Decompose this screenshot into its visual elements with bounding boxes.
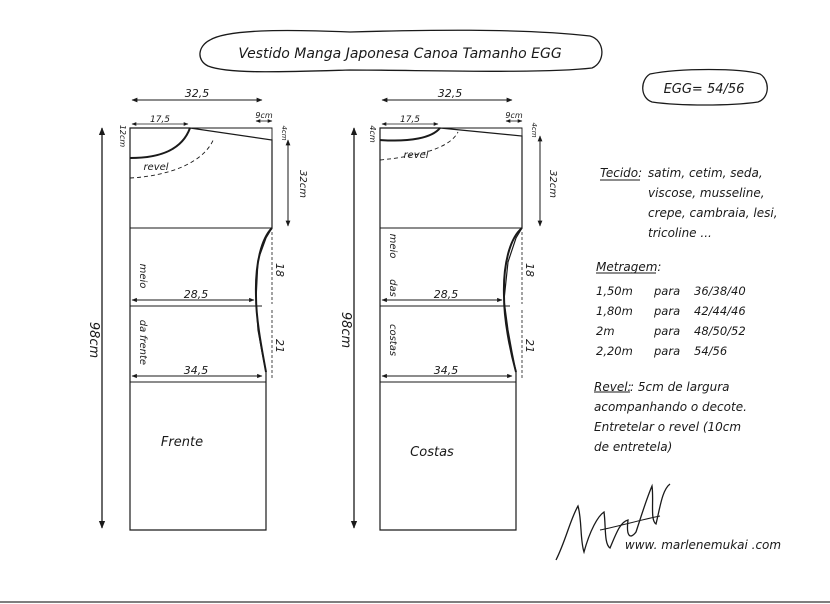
back-facing-label: revel [403, 150, 428, 161]
title-cloud: Vestido Manga Japonesa Canoa Tamanho EGG [199, 29, 603, 73]
yardage-row-3-word: para [654, 324, 681, 338]
front-width-top: 32,5 [185, 87, 210, 100]
front-shoulder-drop: 4cm [280, 125, 288, 140]
back-name: Costas [410, 445, 454, 460]
yardage-row-3-sizes: 48/50/52 [694, 324, 746, 338]
front-shoulder: 9cm [255, 111, 272, 120]
facing-line-3: Entretelar o revel (10cm [594, 420, 742, 434]
fabric-line-1: satim, cetim, seda, [648, 166, 763, 180]
yardage-row-1-amount: 1,50m [596, 284, 633, 298]
back-waist-width: 28,5 [434, 288, 459, 301]
facing-line-1: : 5cm de largura [630, 380, 730, 394]
facing-heading: Revel: [594, 380, 632, 394]
back-center-2: das [387, 279, 398, 297]
yardage-row-3-amount: 2m [596, 324, 615, 338]
front-center-2: da [137, 320, 148, 332]
back-width-top: 32,5 [438, 87, 463, 100]
front-hip-width: 34,5 [184, 364, 209, 377]
front-lower-side: 21 [273, 339, 286, 353]
back-center-1: meio [387, 234, 398, 259]
fabric-line-4: tricoline ... [648, 226, 712, 240]
front-center-3: frente [137, 335, 148, 365]
facing-line-2: acompanhando o decote. [594, 400, 747, 414]
back-lower-side: 21 [523, 339, 536, 353]
yardage-row-4-sizes: 54/56 [694, 344, 728, 358]
fabric-line-2: viscose, musseline, [648, 186, 765, 200]
signature [555, 483, 671, 561]
size-badge: EGG= 54/56 [642, 68, 768, 106]
back-upper-side: 18 [523, 263, 536, 277]
yardage-row-1-sizes: 36/38/40 [694, 284, 746, 298]
front-piece: 32,5 17,5 9cm 4cm 12cm 32cm 28,5 34,5 18… [86, 87, 308, 531]
back-hip-width: 34,5 [434, 364, 459, 377]
back-neck-width: 17,5 [400, 115, 420, 125]
yardage-row-2-sizes: 42/44/46 [694, 304, 746, 318]
yardage-row-4-word: para [654, 344, 681, 358]
front-total-length: 98cm [86, 322, 101, 358]
back-neck-depth: 4cm [368, 125, 377, 142]
fabric-line-3: crepe, cambraia, lesi, [648, 206, 778, 220]
back-armhole-depth: 32cm [547, 170, 558, 198]
fabric-heading: Tecido: [600, 166, 643, 180]
front-facing-label: revel [143, 162, 168, 173]
back-shoulder-drop: 4cm [530, 122, 538, 137]
back-shoulder: 9cm [505, 111, 522, 120]
yardage-row-2-amount: 1,80m [596, 304, 633, 318]
front-center-1: meio [137, 264, 148, 289]
size-badge-text: EGG= 54/56 [664, 82, 745, 97]
facing-line-4: de entretela) [594, 440, 673, 454]
website-text: www. marlenemukai .com [625, 538, 781, 552]
yardage-heading: Metragem: [596, 260, 662, 274]
title-text: Vestido Manga Japonesa Canoa Tamanho EGG [238, 46, 562, 62]
front-neck-depth: 12cm [118, 125, 127, 148]
yardage-row-2-word: para [654, 304, 681, 318]
back-center-3: costas [387, 324, 398, 356]
yardage-row-1-word: para [654, 284, 681, 298]
front-name: Frente [161, 435, 203, 450]
front-upper-side: 18 [273, 263, 286, 277]
back-piece: 32,5 17,5 9cm 4cm 4cm 32cm 28,5 34,5 18 … [338, 87, 558, 531]
front-armhole-depth: 32cm [297, 170, 308, 198]
back-total-length: 98cm [338, 312, 353, 348]
front-neck-width: 17,5 [150, 115, 170, 125]
front-waist-width: 28,5 [184, 288, 209, 301]
yardage-row-4-amount: 2,20m [596, 344, 633, 358]
